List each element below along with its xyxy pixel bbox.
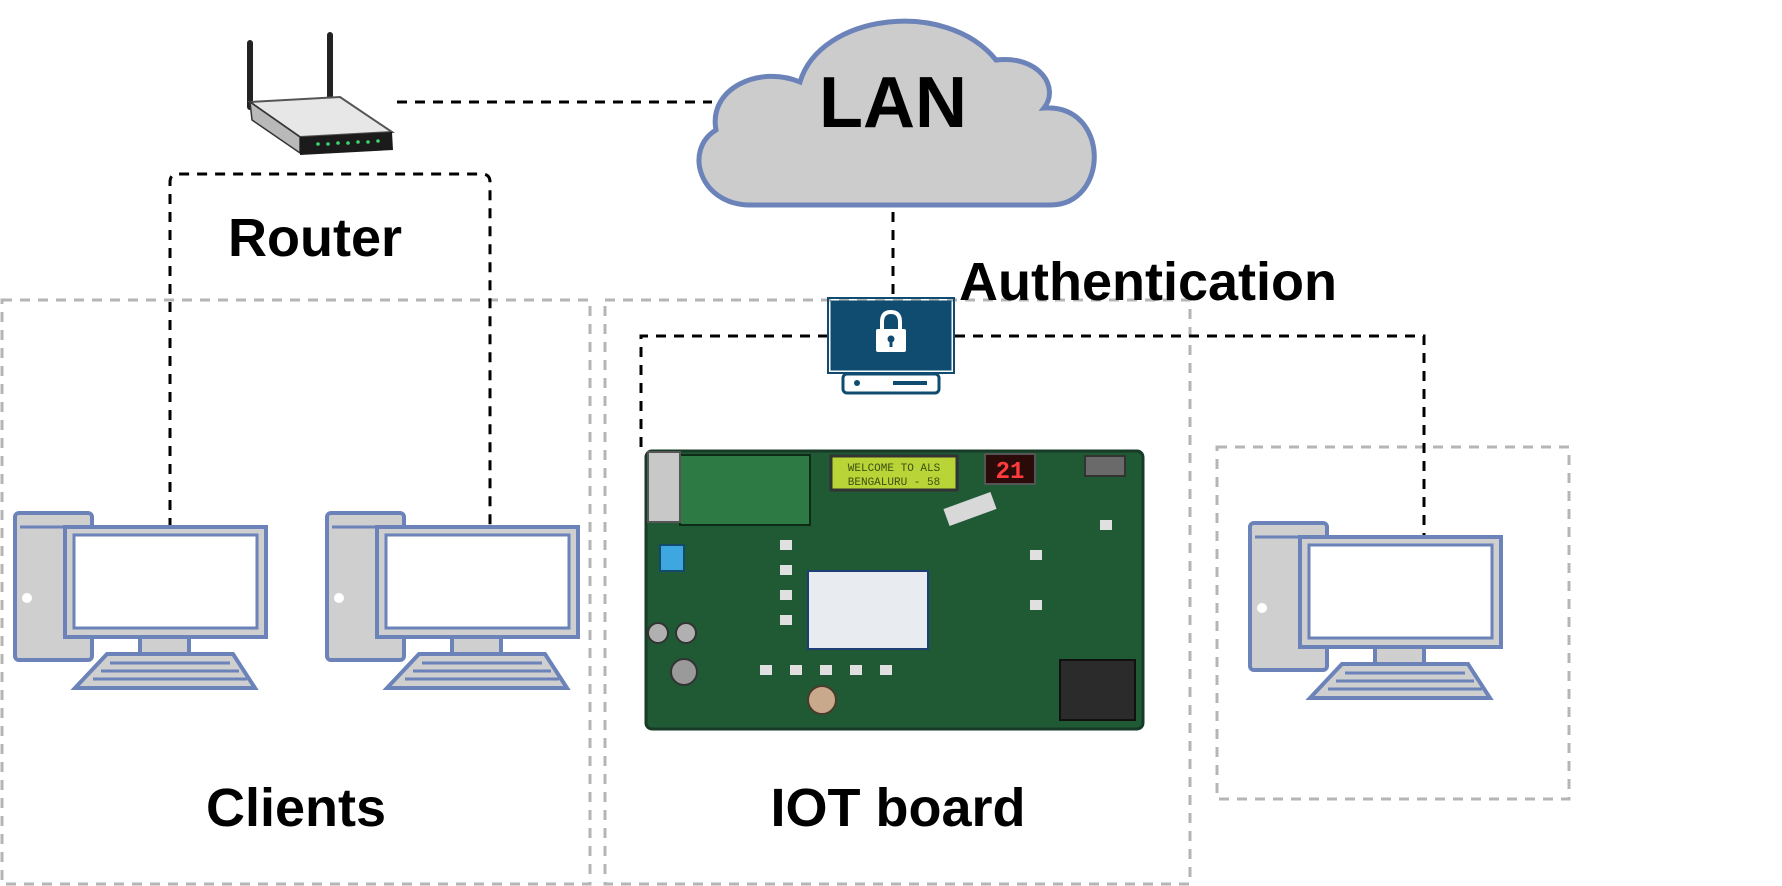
pc-power-button xyxy=(22,593,32,603)
board-seven-segment-digits: 21 xyxy=(996,459,1025,486)
pc-stand xyxy=(138,635,191,656)
remote-computer xyxy=(1248,521,1503,700)
board-ribbon-cable xyxy=(943,491,997,527)
desktop-computer-icon xyxy=(13,511,268,690)
iot-board-image: WELCOME TO ALS BENGALURU - 58 21 xyxy=(644,449,1145,731)
board-lcd-line-1: WELCOME TO ALS xyxy=(848,463,941,475)
router-antenna-right xyxy=(327,32,333,107)
desktop-computer-icon xyxy=(1248,521,1503,700)
board-gas-sensor xyxy=(670,658,698,686)
router-clients-link xyxy=(168,172,492,528)
clients-label: Clients xyxy=(206,778,386,838)
board-buzzer xyxy=(807,685,837,715)
board-ultrasonic-left xyxy=(647,622,669,644)
lan-label: LAN xyxy=(819,63,967,143)
remote-client-zone xyxy=(1215,445,1571,801)
lock-terminal-icon xyxy=(827,297,955,395)
board-lcd xyxy=(829,454,959,492)
desktop-computer-icon xyxy=(325,511,580,690)
pc-screen xyxy=(384,533,571,630)
pc-screen xyxy=(72,533,259,630)
lock-keyhole-slot xyxy=(889,340,893,347)
pc-stand xyxy=(450,635,503,656)
board-pin-headers xyxy=(760,520,1112,675)
pc-power-button xyxy=(1257,603,1267,613)
board-dht-sensor xyxy=(659,544,685,572)
authentication-label: Authentication xyxy=(959,252,1337,312)
router-leds xyxy=(316,139,380,146)
cloud-icon xyxy=(696,18,1097,208)
lock-keyhole xyxy=(887,335,895,343)
lock-shackle xyxy=(880,309,902,330)
router-antenna-left xyxy=(247,40,253,110)
auth-distribution-link xyxy=(639,334,1426,538)
iot-board-label: IOT board xyxy=(771,778,1026,838)
board-usb-ports xyxy=(647,451,681,523)
zone-boxes xyxy=(0,298,1571,886)
board-lcd-line-2: BENGALURU - 58 xyxy=(848,477,940,489)
terminal-drive-slot xyxy=(893,381,927,385)
board-seven-segment xyxy=(984,453,1036,485)
board-arduino-shield xyxy=(807,570,929,650)
iot-board-zone xyxy=(603,298,1192,886)
board-db9-connector xyxy=(1084,455,1126,477)
terminal-base xyxy=(841,372,941,395)
terminal-power-dot xyxy=(854,380,860,386)
pc-stand xyxy=(1373,645,1426,666)
client-computer-2 xyxy=(325,511,580,690)
lan-cloud: LAN xyxy=(696,18,1097,208)
pc-power-button xyxy=(334,593,344,603)
router-icon xyxy=(247,32,396,155)
client-computer-1 xyxy=(13,511,268,690)
board-button-matrix xyxy=(1059,659,1136,721)
board-ultrasonic-right xyxy=(675,622,697,644)
pc-screen xyxy=(1307,543,1494,640)
network-links xyxy=(168,100,1426,538)
board-raspberry-module xyxy=(679,454,811,526)
clients-zone xyxy=(0,298,592,886)
router-label: Router xyxy=(228,208,402,268)
